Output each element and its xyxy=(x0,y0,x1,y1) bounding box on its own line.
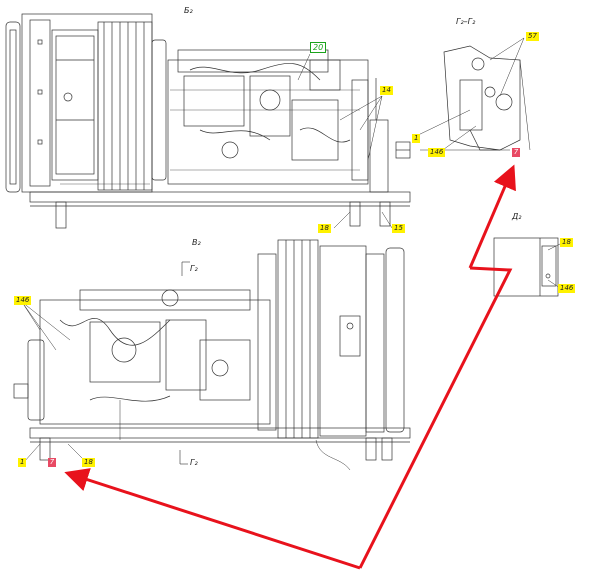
red-pointer-arrows xyxy=(64,164,516,570)
callout-15: 15 xyxy=(392,224,405,233)
callout-18-top: 18 xyxy=(318,224,331,233)
callout-146-d: 146 xyxy=(558,284,576,293)
cut-mark-lower: Г₂ xyxy=(190,458,198,467)
view-title-v: В₂ xyxy=(192,238,201,247)
detail-view-d xyxy=(493,237,561,297)
engine-view-bottom xyxy=(13,239,411,471)
callout-20: 20 xyxy=(310,42,327,53)
callout-146-right: 146 xyxy=(428,148,446,157)
callout-18-left: 18 xyxy=(82,458,95,467)
callout-14-top: 14 xyxy=(380,86,393,95)
callout-1-right: 1 xyxy=(412,134,421,143)
callout-18-d: 18 xyxy=(560,238,573,247)
view-title-d: Д₂ xyxy=(512,212,522,221)
section-title-g: Г₂–Г₂ xyxy=(456,17,476,26)
marker-7-left: 7 xyxy=(48,458,56,467)
callout-57: 57 xyxy=(526,32,539,41)
engine-view-top xyxy=(5,13,411,229)
section-view-g xyxy=(411,37,531,153)
marker-7-right: 7 xyxy=(512,148,520,157)
callout-1-left: 1 xyxy=(18,458,27,467)
pointer-line-main xyxy=(358,266,513,569)
arrow-to-left-marker xyxy=(64,468,361,570)
view-title-b: Б₂ xyxy=(184,6,193,15)
callout-146-left: 146 xyxy=(14,296,32,305)
cut-mark-upper: Г₂ xyxy=(190,264,198,273)
arrow-to-right-marker xyxy=(468,164,516,269)
